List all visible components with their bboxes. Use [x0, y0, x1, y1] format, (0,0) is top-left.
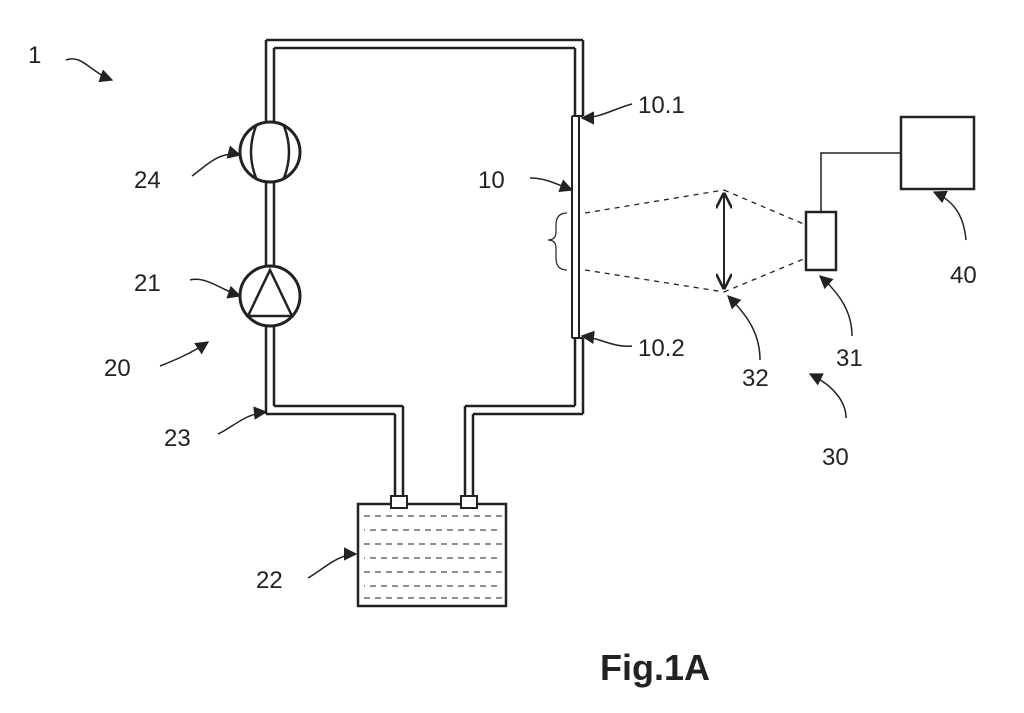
label-flow-meter: 24 [134, 167, 161, 194]
label-window-bottom: 10.2 [638, 335, 685, 362]
reservoir [356, 495, 508, 608]
flow-meter-symbol [238, 120, 302, 184]
optical-system [547, 189, 838, 293]
label-tubing: 23 [164, 425, 191, 452]
fluid-circuit-tubing [264, 38, 585, 496]
figure-caption: Fig.1A [600, 647, 710, 688]
label-controller: 40 [950, 262, 977, 289]
camera-box [804, 210, 838, 272]
controller [820, 115, 976, 212]
label-fluid-circuit: 20 [104, 355, 131, 382]
label-reservoir: 22 [256, 567, 283, 594]
leader-arrows [65, 58, 967, 579]
label-flow-cell: 10 [478, 167, 505, 194]
label-optical-system: 30 [822, 444, 849, 471]
controller-box [899, 115, 976, 191]
label-field-of-view: 32 [742, 365, 769, 392]
pump-symbol [238, 264, 302, 328]
label-pump: 21 [134, 270, 161, 297]
label-camera: 31 [836, 345, 863, 372]
flow-cell-window [571, 115, 583, 339]
label-system: 1 [28, 42, 41, 69]
label-window-top: 10.1 [638, 92, 685, 119]
